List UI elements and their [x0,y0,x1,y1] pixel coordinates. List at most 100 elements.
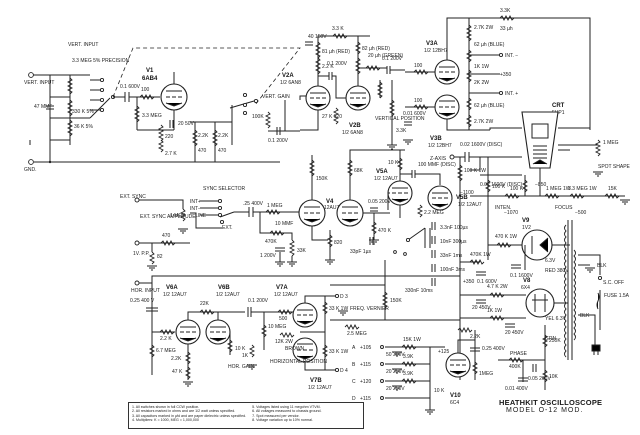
vp-r-3.3k: 3.3K [396,128,407,134]
v6a-ref: V6A [166,285,178,291]
schematic-notes: 1. All switches shown in full CCW positi… [128,402,364,429]
v4-type: 12AU7 [324,205,340,211]
switch-linkage [112,47,301,106]
tap-grn: GRN [545,336,557,342]
sweep-range-selector[interactable]: 3.3nF 100µs 10nF 300µs 33nF 1ms 100nF 3m… [350,222,468,294]
v1-stage: V1 6AB4 0.1 600V 100 3.3 MEG 220 2.7 K 2… [113,68,195,157]
sync-pos-int-minus: INT− [190,206,201,212]
hor-input-cap: 0.25 400 V [130,298,155,304]
v7a-grid-r: 500 [279,316,288,322]
rail-c-voltage: +120 [360,379,371,385]
v6a-r-47k: 47 K [172,369,183,375]
rail-r-10k: 10 K [434,388,445,394]
vert-gain-r1: 2.2K [198,133,209,139]
b-plus-350-label: +350 [500,72,511,78]
v6a-type: 1/2 12AU7 [163,292,187,298]
spot-shape-label[interactable]: SPOT SHAPE [598,164,631,170]
rail-a-cap: 50 300V [386,352,405,358]
v5a-r-10k: 10 K [388,160,399,166]
hor-r-6.7meg: 6.7 MEG [156,348,176,354]
ground-terminal[interactable] [28,159,34,165]
v7a-ref: V7A [276,285,288,291]
rail-c-terminal[interactable] [380,379,384,383]
sync-selector: SYNC SELECTOR INT+ INT− LINE EXT. EXT. S… [120,186,307,267]
phase-cap-0.01: 0.01 400V [505,386,528,392]
vert-input-terminal[interactable] [28,72,34,78]
note-7: 7. Spot measured per vendor. [252,413,300,418]
v9-r-470k: 470 K 1W [495,234,517,240]
power-plug-icon [591,344,601,355]
v7a-r-33k: 33 K 1W [329,306,348,312]
rail-a-voltage: +105 [360,345,371,351]
v2a-grid-r: 27 K 120 [322,114,342,120]
sweep-cap-3.3nf: 3.3nF 100µs [440,225,468,231]
rail-label-125: +125 [438,349,449,355]
rail-b-tap: B [352,362,356,368]
sync-cap-1: 1 200V [260,253,277,259]
phase-r-10k: 10K [549,374,559,380]
tap-6.3v: 6.3V [545,258,556,264]
sweep-cap-10nf: 10nF 300µs [440,239,467,245]
attenuator-switch[interactable] [89,77,116,119]
rail-b-terminal[interactable] [380,362,384,366]
note-2: 2. All resistors marked in ohms and are … [132,409,236,414]
horizontal-position-label[interactable]: HORIZONTAL POSITION [270,359,327,365]
rail-b-cap: 20 250V [386,369,405,375]
v4-r-68k: 68K [354,168,364,174]
rail-d-tap: D [352,396,356,402]
rail-b-voltage: +115 [360,362,371,368]
vert-gain-pots[interactable] [191,129,219,147]
notes-column-left: 1. All switches shown in full CCW positi… [132,405,246,426]
v4-r-150k: 150K [316,176,328,182]
v2a-cap-40: 40 150V [308,34,327,40]
v2a-plate-r: 2.2 K [322,64,334,70]
crt-choke-top: 33 µh [500,26,513,32]
vp-cap: 0.01 600V [403,111,426,117]
v1-r-2.7k: 2.7 K [165,151,177,157]
d3-terminal[interactable] [334,293,340,299]
v4-ref: V4 [326,199,334,205]
phase-control[interactable]: PHASE 400K 250K 10K 0.05 200V 0.01 400V [498,325,561,392]
cal-1v-terminal[interactable] [134,240,140,246]
sync-selector-switch[interactable] [200,198,235,225]
v8-ref: V8 [523,278,531,284]
tap-yel: YEL 6.3V [545,316,567,322]
v1-grid-resistor [139,93,155,101]
rail-a-terminal[interactable] [380,345,384,349]
v3b-ref: V3B [430,136,442,142]
hor-input-terminal[interactable] [134,280,140,286]
z-axis-terminal[interactable] [449,154,455,160]
crt-5up1: CRT 5UP1 1 MEG SPOT SHAPE [489,103,631,177]
sync-pos-line: LINE [195,213,207,219]
rail-c-cap: 20 250V [386,386,405,392]
title-block: HEATHKIT OSCILLOSCOPE MODEL O-12 MOD. [499,398,602,414]
vert-gain-label: VERT. GAIN [262,94,290,100]
vertical-position-control[interactable]: VERTICAL POSITION 3.3K 0.01 600V [375,80,426,150]
hor-grid-r: 2.2 K [160,336,172,342]
v3a-r-2.7k: 2.7K 2W [474,25,493,31]
v10-r-1meg: 1MEG [479,371,493,377]
v6a-r-10k: 10 K [235,346,246,352]
int-plus-terminal[interactable] [498,90,504,96]
inten-label: INTEN. [495,205,511,211]
int-minus-terminal[interactable] [498,52,504,58]
freq-vernier[interactable]: 150K FREQ. VERNIER 2.5 MEG [330,260,460,337]
v2b-choke: 20 µh (GREEN) [368,53,403,59]
attenuator-r-330k: 330 K 5% [72,109,94,115]
v3b-type: 1/2 12BH7 [428,143,452,149]
sync-r-470k: 470K [265,239,277,245]
power-switch[interactable] [597,275,603,281]
v2b-type: 1/2 6AN8 [342,130,363,136]
d4-terminal[interactable] [334,367,340,373]
v1-cap-label: 0.1 600V [120,84,141,90]
v5b-r-470k: 470K 1W [470,252,491,258]
focus-intensity-divider[interactable]: INTEN. FOCUS −1100 −1070 −850 −500 100 K… [460,168,630,216]
attenuator-capacitor [46,105,54,110]
hor-gain-label[interactable]: HOR. GAIN [228,364,255,370]
vert-gain-switch[interactable] [229,92,259,116]
ext-sync-amplitude-pot[interactable] [179,208,187,222]
v6b-r-1k: 1K [242,353,249,359]
rail-d-terminal[interactable] [380,396,384,400]
sync-c-10mmf: 10 MMF [275,221,293,227]
